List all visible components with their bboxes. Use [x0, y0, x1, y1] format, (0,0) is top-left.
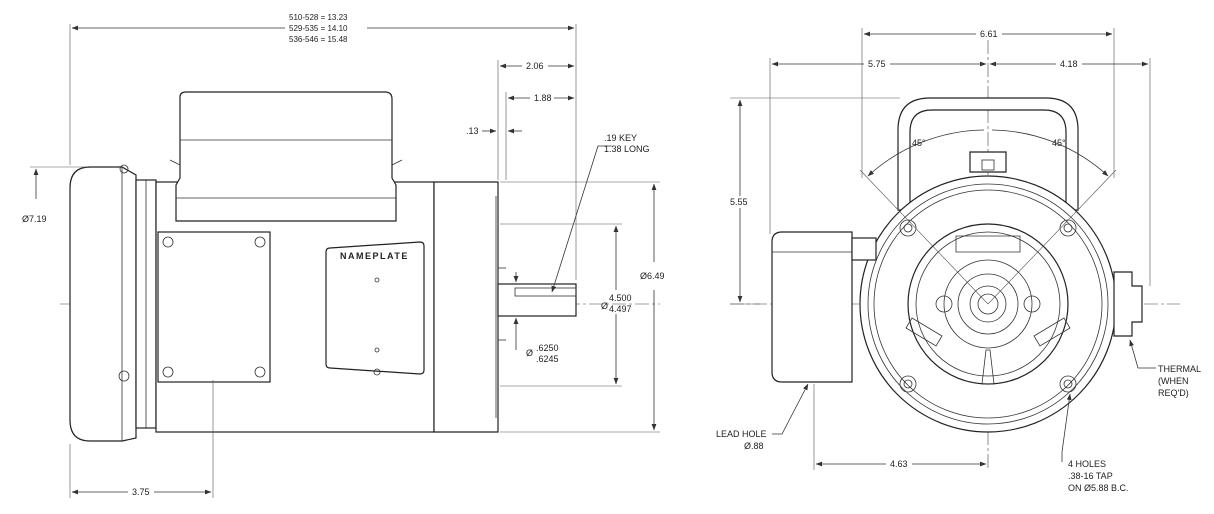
- lead-hole-line2: Ø.88: [744, 441, 764, 451]
- front-end-shield: [433, 181, 499, 433]
- dim-6-61: 6.61: [980, 29, 998, 39]
- dim-2-06: 2.06: [526, 61, 544, 71]
- tap-hole-4-icon: [1059, 375, 1077, 393]
- dim-4-63: 4.63: [890, 459, 908, 469]
- shaft-dia-symbol: Ø: [526, 348, 533, 358]
- tap-hole-3-icon: [899, 375, 917, 393]
- angle-right: 45°: [1052, 138, 1066, 148]
- dia-6-49: Ø6.49: [640, 271, 665, 281]
- rear-end-bell: [69, 166, 137, 442]
- length-510-528: 510-528 = 13.23: [289, 13, 348, 22]
- pilot-dia-min: 4.497: [609, 304, 632, 314]
- shaft-end-icon: [977, 293, 999, 315]
- cover-plate: [157, 231, 271, 383]
- length-529-535: 529-535 = 14.10: [289, 24, 348, 33]
- lead-hole-line1: LEAD HOLE: [716, 429, 767, 439]
- dim-5-75: 5.75: [868, 59, 886, 69]
- thermal-line1: THERMAL: [1158, 364, 1201, 374]
- key-note-line2: 1.38 LONG: [604, 144, 650, 154]
- dim-4-18: 4.18: [1060, 59, 1078, 69]
- shaft-dia-min: .6245: [536, 354, 559, 364]
- thermal-protector: [1113, 271, 1143, 337]
- top-bolt-icon: [119, 164, 129, 174]
- key-note-line1: .19 KEY: [604, 133, 637, 143]
- dim-0-13: .13: [466, 126, 479, 136]
- shaft: [497, 283, 577, 317]
- nameplate-label: NAMEPLATE: [340, 251, 409, 261]
- shaft-key: [514, 287, 577, 297]
- length-536-546: 536-546 = 15.48: [289, 35, 348, 44]
- conduit-box: [175, 91, 397, 222]
- dim-5-55: 5.55: [730, 197, 748, 207]
- terminal-block: [969, 151, 1007, 173]
- pilot-dia-symbol: Ø: [601, 301, 608, 311]
- lead-box: [771, 231, 853, 383]
- angle-left: 45°: [912, 138, 926, 148]
- holes-note-line1: 4 HOLES: [1068, 459, 1106, 469]
- shaft-dia-max: .6250: [536, 343, 559, 353]
- dim-3-75: 3.75: [132, 487, 150, 497]
- thermal-line3: REQ'D): [1158, 388, 1189, 398]
- dim-1-88: 1.88: [534, 93, 552, 103]
- holes-note-line3: ON Ø5.88 B.C.: [1068, 483, 1129, 493]
- holes-note-line2: .38-16 TAP: [1068, 471, 1113, 481]
- pilot-dia-max: 4.500: [609, 293, 632, 303]
- dia-7-19: Ø7.19: [22, 214, 47, 224]
- end-view: 45° 45° 6.61 5.75 4.18 5.55 4.63 THERMAL…: [716, 28, 1201, 493]
- nameplate-outline: [325, 241, 425, 375]
- thermal-line2: (WHEN: [1158, 376, 1189, 386]
- side-view: NAMEPLATE 510-528 = 13.23 529-535 = 14.1…: [22, 10, 665, 498]
